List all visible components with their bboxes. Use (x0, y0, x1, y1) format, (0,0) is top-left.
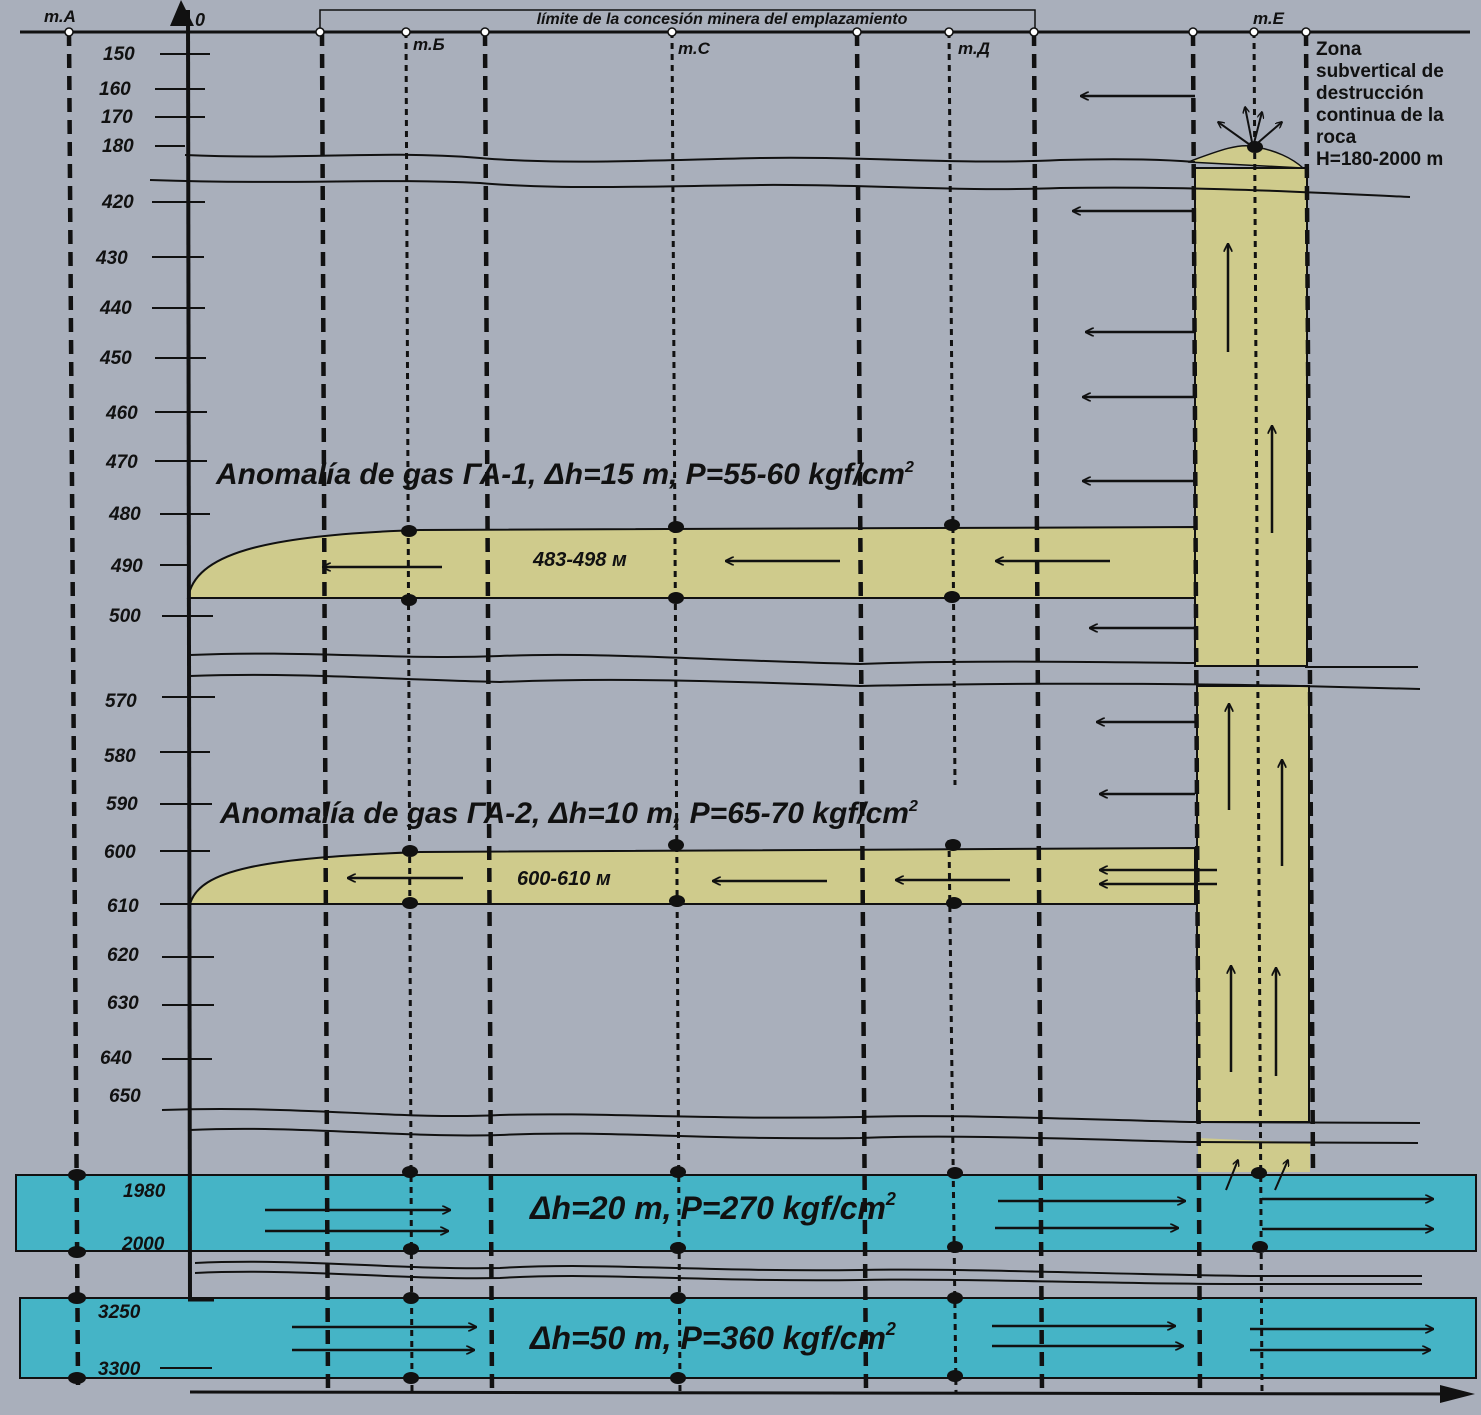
break-lines (149, 153, 1422, 1285)
anomaly-1-title-text: Anomalía de gas ГА-1, Δh=15 m, P=55-60 k… (215, 458, 905, 491)
depth-label: 430 (95, 248, 128, 269)
depth-label: 590 (106, 794, 138, 815)
depth-label: 580 (104, 746, 136, 767)
horizontal-axis-arrowhead (1440, 1385, 1475, 1403)
axis-zero-label: 0 (195, 10, 205, 30)
anomaly-1-range: 483-498 м (532, 549, 627, 571)
anomaly-2-title-text: Anomalía de gas ГА-2, Δh=10 m, P=65-70 k… (219, 797, 909, 830)
depth-axis-arrowhead (170, 0, 194, 26)
depth-label: 3250 (98, 1302, 141, 1323)
zone-note-line: H=180-2000 m (1316, 149, 1443, 170)
well-label-a: т.А (44, 7, 76, 26)
depth-label: 420 (101, 192, 134, 213)
anomaly-2-range: 600-610 м (517, 868, 611, 890)
anomaly-1-title: Anomalía de gas ГА-1, Δh=15 m, P=55-60 k… (215, 458, 914, 491)
aquifer-1-label-sup: 2 (885, 1189, 896, 1209)
depth-tick-lines (152, 53, 215, 1369)
concession-label: límite de la concesión minera del emplaz… (537, 11, 908, 28)
anomaly-2-title: Anomalía de gas ГА-2, Δh=10 m, P=65-70 k… (219, 797, 918, 830)
gas-anomaly-1-band (186, 525, 1196, 599)
destruction-zone-cap (1187, 144, 1306, 169)
aquifer-2-label-sup: 2 (885, 1319, 896, 1339)
zone-note-line: Zona (1316, 39, 1362, 60)
depth-label: 1980 (123, 1181, 166, 1202)
destruction-zone-bottom (1198, 1138, 1310, 1172)
depth-tick-labels: 150 160 170 180 420 430 440 450 460 470 … (95, 44, 166, 1380)
depth-label: 630 (107, 993, 139, 1014)
destruction-zone-upper (1194, 167, 1308, 667)
depth-label: 450 (99, 348, 132, 369)
well-label-c: т.С (678, 39, 711, 58)
aquifer-1-label-text: Δh=20 m, P=270 kgf/cm (529, 1190, 886, 1226)
aquifer-2-label: Δh=50 m, P=360 kgf/cm2 (529, 1319, 896, 1356)
aquifer-1-label: Δh=20 m, P=270 kgf/cm2 (529, 1189, 896, 1226)
depth-label: 500 (109, 606, 141, 627)
depth-label: 490 (110, 556, 143, 577)
well-label-d: т.Д (958, 39, 990, 58)
well-label-b: т.Б (413, 35, 445, 54)
depth-label: 150 (103, 44, 135, 65)
depth-label: 470 (105, 452, 138, 473)
depth-label: 640 (100, 1048, 132, 1069)
well-markers (64, 27, 1311, 37)
flow-arrows (265, 96, 1433, 1350)
horizontal-axis (189, 1390, 1461, 1396)
depth-label: 650 (109, 1086, 141, 1107)
aquifer-2-label-text: Δh=50 m, P=360 kgf/cm (529, 1320, 886, 1356)
zone-note-line: subvertical de (1316, 61, 1444, 82)
dotted-lines (404, 31, 1264, 1393)
depth-label: 610 (107, 896, 139, 917)
zone-note-line: continua de la (1316, 105, 1444, 126)
intersection-points (68, 141, 1268, 1384)
well-label-e: т.Е (1253, 9, 1285, 28)
destruction-zone-note: Zona subvertical de destrucción continua… (1316, 39, 1444, 170)
dashed-lines (66, 31, 1316, 1393)
depth-label: 480 (108, 504, 141, 525)
depth-label: 440 (99, 298, 132, 319)
depth-label: 170 (101, 107, 133, 128)
concession-bracket (319, 9, 1036, 30)
destruction-zone-lower (1196, 685, 1310, 1123)
zone-note-line: destrucción (1316, 83, 1424, 104)
aquifer-layer-2 (19, 1297, 1477, 1379)
depth-label: 460 (105, 403, 138, 424)
depth-label: 600 (104, 842, 136, 863)
depth-label: 620 (107, 945, 139, 966)
depth-label: 160 (99, 79, 131, 100)
depth-label: 570 (105, 691, 137, 712)
depth-axis (186, 9, 192, 1301)
zone-note-line: roca (1316, 127, 1357, 148)
anomaly-2-title-sup: 2 (908, 798, 918, 815)
depth-label: 180 (102, 136, 134, 157)
anomaly-1-title-sup: 2 (904, 459, 914, 476)
depth-label: 2000 (121, 1234, 165, 1255)
gas-anomaly-2-band (188, 846, 1196, 905)
aquifer-layer-1 (15, 1174, 1477, 1252)
depth-label: 3300 (98, 1359, 141, 1380)
